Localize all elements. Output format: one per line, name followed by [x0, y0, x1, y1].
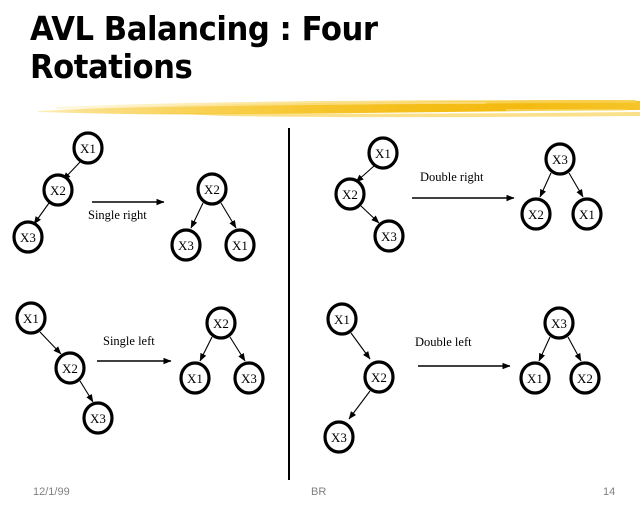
double-left-svg: X1 X2 X3 X3 X1 X2: [323, 302, 601, 454]
tree-node: [367, 136, 399, 170]
footer-page-number: 14: [603, 486, 616, 498]
tree-node-label: X3: [241, 371, 257, 386]
tree-edge: [79, 380, 94, 403]
tree-node: [233, 361, 265, 395]
tree-node: [54, 351, 86, 385]
operation-label-double-right: Double right: [420, 170, 484, 184]
tree-node-label: X1: [187, 371, 203, 386]
tree-node: [520, 197, 552, 231]
tree-edge: [350, 332, 371, 360]
tree-node-label: X3: [90, 411, 106, 426]
slide-footer: 12/1/99 BR 14: [0, 480, 640, 512]
tree-edge: [538, 336, 551, 362]
tree-node-label: X2: [577, 371, 593, 386]
tree-node: [205, 306, 237, 340]
tree-edge: [539, 172, 552, 198]
tree-node: [569, 361, 601, 395]
tree-node-label: X2: [342, 187, 358, 202]
tree-node-label: X3: [381, 229, 397, 244]
tree-node-label: X3: [20, 230, 36, 245]
tree-node-label: X2: [528, 207, 544, 222]
footer-center-text: BR: [311, 486, 327, 498]
tree-node: [519, 361, 551, 395]
tree-node-label: X3: [178, 238, 194, 253]
tree-node-label: X3: [551, 316, 567, 331]
tree-node: [196, 172, 228, 206]
tree-node-label: X1: [527, 371, 543, 386]
tree-node-label: X2: [62, 361, 78, 376]
tree-edge: [567, 336, 582, 362]
tree-node-label: X2: [50, 183, 66, 198]
tree-node-label: X1: [23, 311, 39, 326]
tree-node-label: X1: [80, 141, 96, 156]
diagram-single-right: X1 X2 X3 X2 X3 X1 Single right: [0, 131, 288, 280]
tree-node: [179, 361, 211, 395]
tree-node-label: X1: [375, 146, 391, 161]
tree-node: [543, 306, 575, 340]
tree-node: [15, 301, 47, 335]
vertical-divider: [288, 128, 290, 480]
tree-node: [334, 177, 366, 211]
operation-label-single-left: Single left: [103, 334, 155, 348]
page-title: AVL Balancing : Four Rotations: [30, 9, 388, 86]
tree-node-label: X1: [579, 207, 595, 222]
tree-node: [326, 302, 358, 336]
tree-edge: [33, 202, 50, 225]
tree-edge: [199, 336, 213, 362]
double-right-svg: X1 X2 X3 X3 X2 X1: [334, 136, 603, 253]
tree-edge: [360, 205, 380, 224]
tree-node: [571, 197, 603, 231]
tree-edge: [229, 336, 246, 362]
tree-edge: [220, 202, 237, 229]
tree-node-label: X3: [331, 430, 347, 445]
tree-node-label: X2: [213, 316, 229, 331]
diagram-double-right: X1 X2 X3 X3 X2 X1 Double right: [300, 132, 640, 280]
tree-node-label: X1: [334, 312, 350, 327]
footer-date: 12/1/99: [33, 486, 70, 498]
tree-edge: [39, 331, 62, 355]
tree-node-label: X2: [371, 370, 387, 385]
tree-node: [224, 228, 256, 262]
tree-node-label: X3: [552, 152, 568, 167]
operation-label-double-left: Double left: [415, 335, 472, 349]
tree-node: [82, 401, 114, 435]
tree-node: [42, 173, 74, 207]
tree-edge: [355, 165, 375, 183]
diagram-double-left: X1 X2 X3 X3 X1 X2 Double left: [300, 296, 640, 464]
tree-edge: [348, 390, 371, 420]
single-right-svg: X1 X2 X3 X2 X3 X1: [12, 131, 256, 262]
tree-node: [323, 420, 355, 454]
tree-edge: [568, 172, 584, 198]
operation-label-single-right: Single right: [88, 208, 147, 222]
tree-node: [544, 142, 576, 176]
tree-node: [72, 131, 104, 165]
tree-node: [373, 219, 405, 253]
tree-node: [170, 228, 202, 262]
tree-node-label: X1: [232, 238, 248, 253]
tree-node: [12, 220, 44, 254]
tree-edge: [190, 202, 204, 229]
brush-stroke-decoration: [38, 100, 640, 118]
tree-node-label: X2: [204, 182, 220, 197]
diagram-single-left: X1 X2 X3 X2 X1 X3 Single left: [0, 296, 288, 452]
single-left-svg: X1 X2 X3 X2 X1 X3: [15, 301, 265, 435]
tree-node: [363, 360, 395, 394]
